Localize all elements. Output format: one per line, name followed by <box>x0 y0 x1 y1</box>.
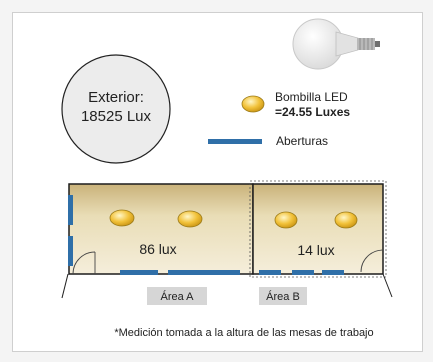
opening-marker-icon <box>322 270 344 275</box>
footnote: *Medición tomada a la altura de las mesa… <box>114 327 373 339</box>
exterior-circle <box>61 54 171 164</box>
area-a-lux: 86 lux <box>139 241 176 257</box>
area-b-name: Área B <box>266 290 300 303</box>
opening-marker-icon <box>208 139 262 144</box>
opening-marker-icon <box>292 270 314 275</box>
exterior-lux-value: 18525 Lux <box>81 108 152 125</box>
door-arc <box>360 249 384 273</box>
room-area-a <box>68 183 254 275</box>
bulb-marker-icon <box>274 211 298 229</box>
bulb-marker-icon <box>241 95 265 113</box>
led-bulb-icon <box>292 18 380 70</box>
opening-marker-icon <box>68 236 73 266</box>
exterior-indicator: Exterior: 18525 Lux <box>61 54 171 164</box>
bulb-marker-icon <box>177 210 203 228</box>
room-area-b <box>252 183 384 275</box>
floor-plan: 86 lux 14 lux <box>61 180 393 299</box>
area-b-lux: 14 lux <box>297 242 334 258</box>
legend-openings-label: Aberturas <box>276 134 328 148</box>
room-b-outline <box>249 180 387 278</box>
opening-marker-icon <box>259 270 281 275</box>
bulb-marker-icon <box>109 209 135 227</box>
door-arc <box>72 251 96 275</box>
legend: Bombilla LED =24.55 Luxes Aberturas <box>208 90 350 148</box>
legend-bulb-value: =24.55 Luxes <box>275 105 350 119</box>
exterior-label: Exterior: <box>88 89 144 106</box>
area-a-tag <box>147 287 207 305</box>
opening-marker-icon <box>120 270 158 275</box>
area-tags: Área A Área B <box>147 287 307 305</box>
area-b-tag <box>259 287 307 305</box>
wall-line <box>61 273 69 299</box>
wall-line <box>382 273 393 298</box>
legend-bulb-label: Bombilla LED <box>275 90 348 104</box>
opening-marker-icon <box>68 195 73 225</box>
opening-marker-icon <box>168 270 240 275</box>
area-a-name: Área A <box>160 290 194 303</box>
bulb-marker-icon <box>334 211 358 229</box>
